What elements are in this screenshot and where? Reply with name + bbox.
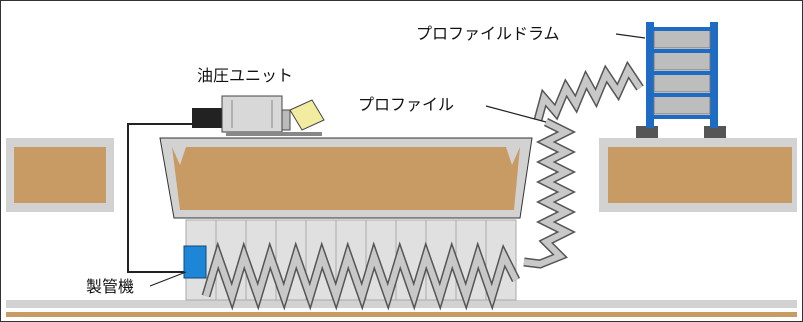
label-profile-drum: プロファイルドラム <box>416 24 560 43</box>
profile-strip-upper-fill <box>535 63 643 121</box>
label-hydraulic-unit: 油圧ユニット <box>197 66 294 85</box>
label-profile: プロファイル <box>358 95 455 114</box>
ground-soil-strip <box>6 312 797 317</box>
profile-coil-fill <box>203 246 519 306</box>
ground-concrete-strip <box>6 300 797 308</box>
leader-pipe-machine <box>149 271 187 287</box>
right-ground-section <box>599 138 797 212</box>
leader-profile-drum <box>615 33 646 39</box>
left-ground-section <box>6 138 114 212</box>
hydraulic-unit <box>192 95 325 136</box>
label-pipe-machine: 製管機 <box>86 277 135 296</box>
hydraulic-hose <box>127 123 205 273</box>
manhole-pit <box>159 137 533 219</box>
leader-profile <box>485 105 547 123</box>
pipe-machine-box <box>183 245 207 279</box>
profile-strip-vertical-fill <box>523 119 573 268</box>
profile-drum <box>636 22 726 138</box>
